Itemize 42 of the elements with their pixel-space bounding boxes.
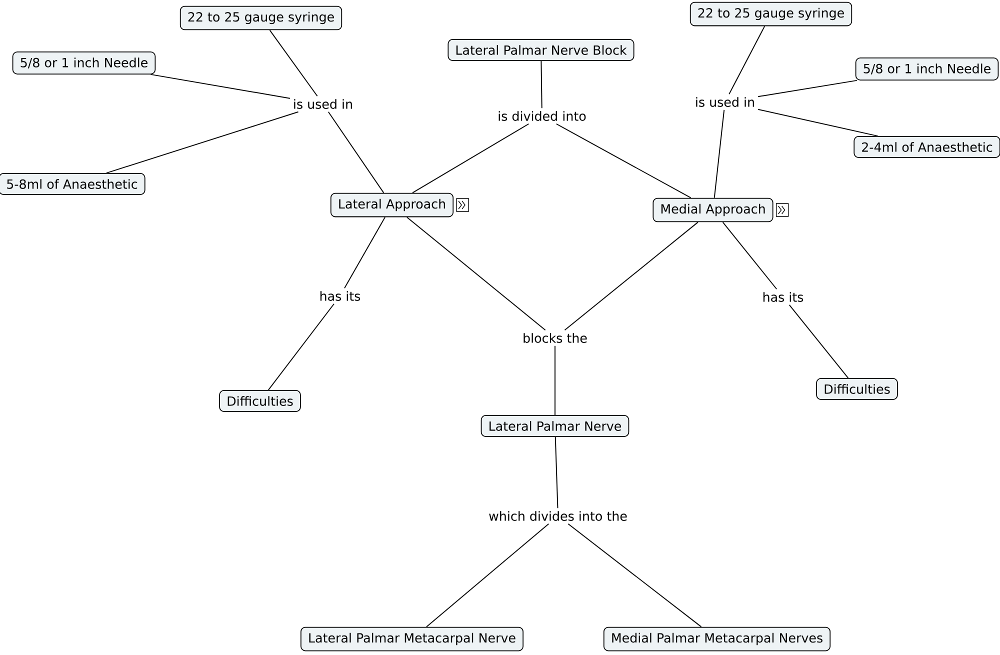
connector-line xyxy=(554,345,556,416)
connector-line xyxy=(556,123,692,198)
concept-box: Lateral Palmar Nerve Block xyxy=(448,39,634,61)
connector-line xyxy=(564,222,698,331)
linking-phrase: is used in xyxy=(692,94,758,110)
linking-phrase: has its xyxy=(760,289,806,305)
concept-box: 22 to 25 gauge syringe xyxy=(690,2,852,26)
connector-line xyxy=(426,523,550,628)
connector-line xyxy=(328,111,384,194)
concept-box: 5/8 or 1 inch Needle xyxy=(855,58,999,80)
concept-box: Difficulties xyxy=(219,390,301,412)
concept-box: 5-8ml of Anaesthetic xyxy=(0,173,146,195)
linking-phrase: is divided into xyxy=(494,108,590,124)
concept-box: Medial Approach xyxy=(652,198,774,222)
connector-line xyxy=(554,436,558,509)
connector-line xyxy=(106,111,299,174)
connector-line xyxy=(758,80,858,98)
connector-line xyxy=(269,30,318,97)
concept-box: Lateral Palmar Nerve xyxy=(480,415,630,437)
connector-line xyxy=(540,60,542,109)
linking-phrase: has its xyxy=(316,288,364,304)
connector-line xyxy=(728,26,766,95)
connector-line xyxy=(722,222,778,290)
linking-phrase: is used in xyxy=(290,96,356,112)
concept-box: Medial Palmar Metacarpal Nerves xyxy=(603,626,831,652)
linking-phrase: which divides into the xyxy=(486,508,630,524)
connector-line xyxy=(568,523,702,628)
connector-line xyxy=(714,109,725,198)
connector-line xyxy=(268,303,334,391)
concept-box: 5/8 or 1 inch Needle xyxy=(12,52,156,74)
concept-box: Difficulties xyxy=(816,378,898,400)
connector-line xyxy=(406,216,546,331)
concept-box: Lateral Approach xyxy=(330,192,454,218)
concept-box: 22 to 25 gauge syringe xyxy=(180,6,342,30)
connector-line xyxy=(344,216,386,289)
concept-box: Lateral Palmar Metacarpal Nerve xyxy=(300,626,524,652)
connector-line xyxy=(412,123,530,194)
connector-line xyxy=(788,304,849,379)
linking-phrase: blocks the xyxy=(520,330,590,346)
concept-box: 2-4ml of Anaesthetic xyxy=(854,136,1000,158)
connector-line xyxy=(150,74,290,99)
connector-line xyxy=(758,108,878,137)
